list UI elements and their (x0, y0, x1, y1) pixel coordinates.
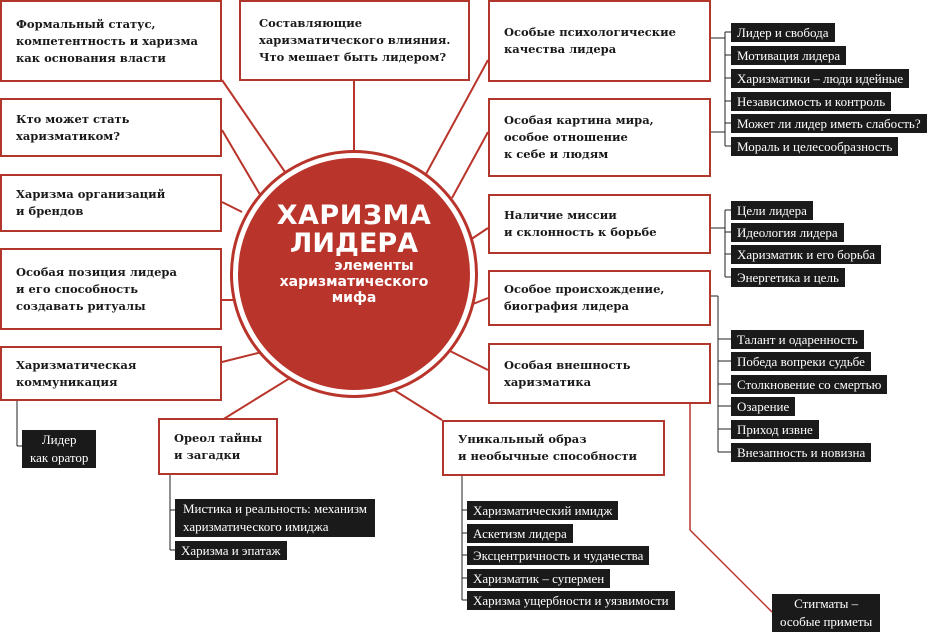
tag-item: Эксцентричность и чудачества (467, 546, 650, 565)
box-position: Особая позиция лидера и его способность … (0, 248, 222, 330)
center-circle: ХАРИЗМА ЛИДЕРА элементы харизматического… (238, 158, 470, 390)
box-origin: Особое происхождение, биография лидера (488, 270, 711, 326)
tag-line: Стигматы – (794, 596, 859, 611)
box-line: Что мешает быть лидером? (259, 50, 447, 64)
tag-item: Харизматик и его борьба (731, 245, 882, 264)
tag-item: Энергетика и цель (731, 268, 845, 287)
tag-item: Харизматики – люди идейные (731, 69, 910, 88)
tag-item: Внезапность и новизна (731, 443, 872, 462)
box-line: создавать ритуалы (16, 298, 146, 313)
box-components: Составляющие харизматического влияния. Ч… (239, 0, 470, 81)
tag-item: Столкновение со смертью (731, 375, 888, 394)
box-line: как основания власти (16, 50, 166, 65)
box-aureole: Ореол тайны и загадки (158, 418, 278, 475)
box-line: и загадки (174, 447, 241, 462)
box-line: Формальный статус, (16, 16, 156, 31)
box-unique: Уникальный образ и необычные способности (442, 420, 665, 476)
center-subtitle-line2: харизматического (279, 274, 429, 290)
tag-item: Независимость и контроль (731, 92, 892, 111)
box-appearance: Особая внешность харизматика (488, 343, 711, 404)
tag-item: Цели лидера (731, 201, 813, 220)
tag-item: Озарение (731, 397, 796, 416)
tag-item-multiline: Стигматы – особые приметы (772, 594, 881, 632)
tag-item: Харизма ущербности и уязвимости (467, 591, 675, 610)
box-line: биография лидера (504, 299, 629, 313)
box-worldview: Особая картина мира, особое отношение к … (488, 98, 711, 177)
tag-line: Лидер (41, 432, 77, 447)
box-organizations: Харизма организаций и брендов (0, 174, 222, 232)
box-line: и склонность к борьбе (504, 225, 657, 239)
tag-item: Мораль и целесообразность (731, 137, 899, 156)
box-line: и необычные способности (458, 449, 637, 463)
tag-item: Харизматик – супермен (467, 569, 611, 588)
box-line: Харизма организаций (16, 187, 166, 201)
box-line: Особое происхождение, (504, 282, 665, 296)
box-line: харизматика (504, 374, 592, 389)
center-title-line2: ЛИДЕРА (289, 228, 419, 259)
box-line: Уникальный образ (458, 432, 587, 446)
box-line: и его способность (16, 281, 139, 296)
box-line: Особая картина мира, (504, 113, 654, 127)
center-subtitle-line1: элементы (334, 258, 414, 274)
tag-item: Харизма и эпатаж (175, 541, 287, 560)
tag-item: Мотивация лидера (731, 46, 847, 65)
tag-item-multiline: Мистика и реальность: механизм харизмати… (175, 499, 376, 537)
box-line: Ореол тайны (174, 430, 263, 445)
tag-item: Приход извне (731, 420, 819, 439)
box-communication: Харизматическая коммуникация (0, 346, 222, 401)
tag-item: Аскетизм лидера (467, 524, 573, 543)
tag-item: Талант и одаренность (731, 330, 864, 349)
box-psych: Особые психологические качества лидера (488, 0, 711, 82)
box-line: Особая позиция лидера (16, 264, 177, 279)
box-line: Особые психологические (504, 25, 676, 39)
tag-line: Мистика и реальность: механизм (183, 501, 368, 516)
tag-item: Победа вопреки судьбе (731, 352, 871, 371)
box-mission: Наличие миссии и склонность к борьбе (488, 194, 711, 254)
box-line: Составляющие (259, 16, 363, 30)
tag-line: особые приметы (780, 614, 873, 629)
tag-line: как оратор (30, 450, 89, 465)
box-line: харизматиком? (16, 128, 121, 143)
tag-item: Харизматический имидж (467, 501, 619, 520)
box-line: Кто может стать (16, 111, 130, 126)
box-line: харизматического влияния. (259, 33, 451, 47)
box-formal-status: Формальный статус, компетентность и хари… (0, 0, 222, 82)
box-line: Особая внешность (504, 357, 631, 372)
tag-line: харизматического имиджа (183, 519, 329, 534)
box-line: компетентность и харизма (16, 33, 198, 48)
center-title-line1: ХАРИЗМА (276, 200, 432, 231)
box-who-can: Кто может стать харизматиком? (0, 98, 222, 157)
tag-item-multiline: Лидер как оратор (22, 430, 97, 468)
tag-item: Может ли лидер иметь слабость? (731, 114, 927, 133)
box-line: коммуникация (16, 374, 118, 389)
box-line: особое отношение (504, 130, 628, 144)
box-line: Наличие миссии (504, 208, 617, 222)
tag-item: Лидер и свобода (731, 23, 835, 42)
box-line: качества лидера (504, 42, 617, 56)
center-subtitle-line3: мифа (331, 290, 377, 306)
tag-item: Идеология лидера (731, 223, 844, 242)
box-line: Харизматическая (16, 357, 137, 372)
box-line: и брендов (16, 204, 84, 218)
box-line: к себе и людям (504, 147, 609, 161)
